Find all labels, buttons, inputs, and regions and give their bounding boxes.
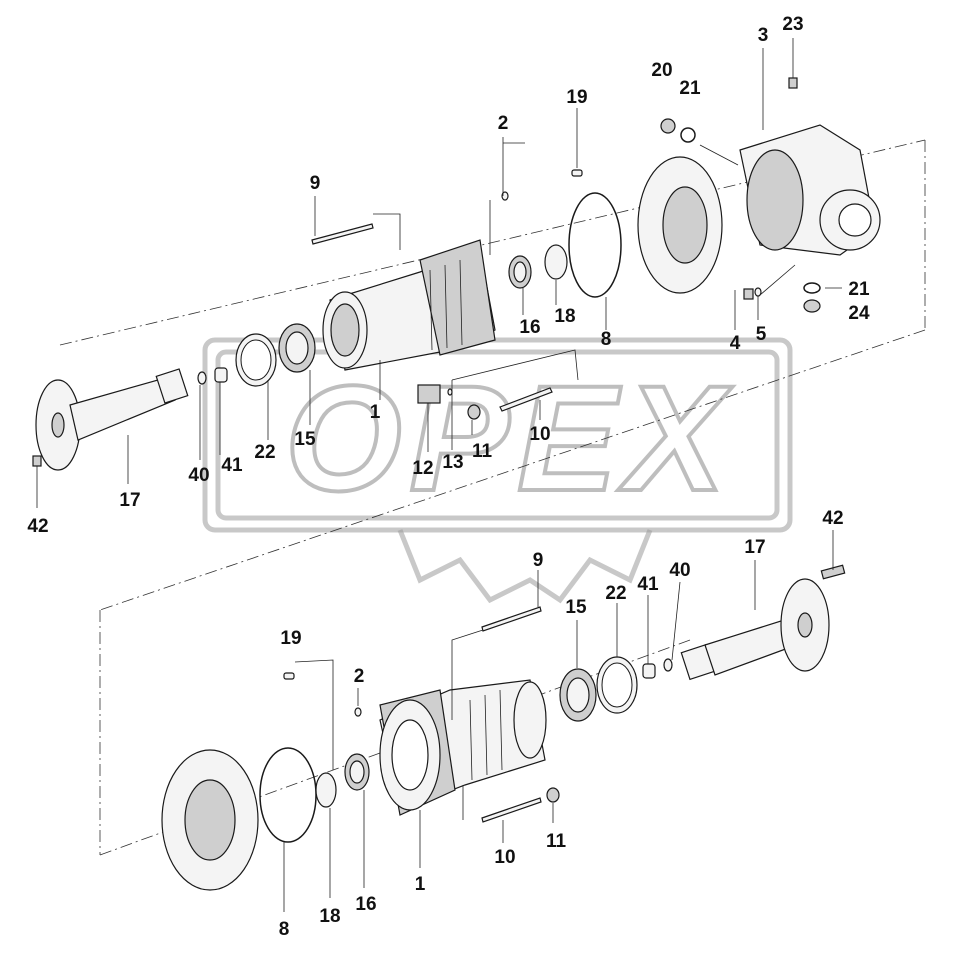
label-11-bottom: 11 xyxy=(546,831,567,852)
o-ring-8-top xyxy=(568,192,622,298)
nut-11-top xyxy=(467,404,481,420)
bolt-9-top xyxy=(311,223,374,245)
label-17-top: 17 xyxy=(119,490,140,511)
label-5-top: 5 xyxy=(756,324,767,345)
ring-40-bottom xyxy=(663,658,673,672)
flange-cover xyxy=(637,156,723,294)
pin-13 xyxy=(447,388,453,396)
label-11-top: 11 xyxy=(472,441,493,462)
race-18-bottom xyxy=(315,772,337,808)
label-21-upper: 21 xyxy=(679,78,701,99)
label-21-lower: 21 xyxy=(848,279,870,300)
label-40-top: 40 xyxy=(188,465,209,486)
bushing-41-top xyxy=(214,367,228,383)
bottom-assembly xyxy=(161,564,846,891)
bolt-42-bottom xyxy=(820,564,846,580)
bolt-42-top xyxy=(32,455,42,467)
bolt-9-bottom xyxy=(481,606,542,632)
label-12-top: 12 xyxy=(412,458,433,479)
label-2-bottom: 2 xyxy=(354,666,365,687)
label-40-bottom: 40 xyxy=(669,560,690,581)
diff-housing-3 xyxy=(739,124,881,256)
label-18-bottom: 18 xyxy=(319,906,340,927)
label-9-top: 9 xyxy=(310,173,321,194)
label-23: 23 xyxy=(782,14,803,35)
label-19-top: 19 xyxy=(566,87,587,108)
stud-10-top xyxy=(499,387,553,412)
plate-12 xyxy=(417,384,441,404)
plug-24 xyxy=(803,299,821,313)
label-16-bottom: 16 xyxy=(355,894,376,915)
top-assembly xyxy=(32,77,881,471)
pin-2-bottom xyxy=(354,707,362,717)
pin-2-top xyxy=(501,191,509,201)
label-4-top: 4 xyxy=(730,333,741,354)
label-15-bottom: 15 xyxy=(565,597,587,618)
o-ring-21-lower xyxy=(803,282,821,294)
plug-23 xyxy=(788,77,798,89)
ring-40-top xyxy=(197,371,207,385)
label-24: 24 xyxy=(848,303,870,324)
label-22-top: 22 xyxy=(254,442,275,463)
label-8-bottom: 8 xyxy=(279,919,290,940)
axle-shaft-bottom xyxy=(680,578,830,681)
label-19-bottom: 19 xyxy=(280,628,301,649)
o-ring-21-upper xyxy=(680,127,696,143)
leader-lines xyxy=(36,38,842,912)
label-10-bottom: 10 xyxy=(494,847,515,868)
housing-1-bottom xyxy=(379,679,547,816)
nut-11-bottom xyxy=(546,787,560,803)
label-1-bottom: 1 xyxy=(415,874,426,895)
label-16-top: 16 xyxy=(519,317,540,338)
stud-10-bottom xyxy=(481,797,542,823)
label-17-bottom: 17 xyxy=(744,537,765,558)
label-42-bottom: 42 xyxy=(822,508,843,529)
pin-19-bottom xyxy=(283,672,295,680)
race-18-top xyxy=(544,244,568,280)
label-9-bottom: 9 xyxy=(533,550,544,571)
label-41-top: 41 xyxy=(221,455,243,476)
axle-shaft-top xyxy=(35,368,189,471)
bushing-41-bottom xyxy=(642,663,656,679)
housing-1-top xyxy=(322,239,496,371)
label-42-top: 42 xyxy=(27,516,48,537)
label-3-top: 3 xyxy=(758,25,769,46)
label-10-top: 10 xyxy=(529,424,550,445)
label-18-top: 18 xyxy=(554,306,575,327)
watermark-text: OPEX xyxy=(285,354,733,522)
label-2-top: 2 xyxy=(498,113,509,134)
labels-bottom: 1 2 8 9 10 11 15 16 17 18 19 22 40 41 42 xyxy=(279,508,844,940)
pin-19-top xyxy=(571,169,583,177)
label-8-top: 8 xyxy=(601,329,612,350)
labels-top: 1 2 3 4 5 8 9 10 11 12 13 15 16 17 18 19… xyxy=(27,14,870,537)
label-15-top: 15 xyxy=(294,429,316,450)
opex-watermark: OPEX xyxy=(202,337,793,604)
o-ring-8-bottom xyxy=(259,747,317,843)
plug-4 xyxy=(743,288,754,300)
label-20: 20 xyxy=(651,60,672,81)
label-41-bottom: 41 xyxy=(637,574,659,595)
flange-cover-bottom xyxy=(161,749,259,891)
label-1-top: 1 xyxy=(370,402,381,423)
label-22-bottom: 22 xyxy=(605,583,626,604)
plug-20 xyxy=(660,118,676,134)
label-13-top: 13 xyxy=(442,452,463,473)
